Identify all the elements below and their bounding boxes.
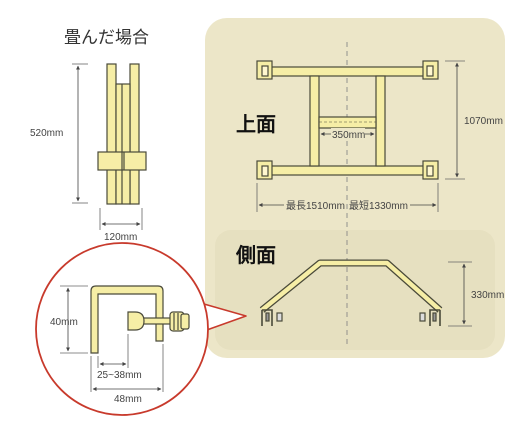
side-left-clamp <box>261 309 283 326</box>
clamp-bracket <box>90 285 190 354</box>
folded-width-label: 120mm <box>104 232 137 243</box>
clamp-width-label: 48mm <box>114 394 142 405</box>
top-max-length-label: 最長1510mm <box>286 200 345 212</box>
clamp-range-label: 25~38mm <box>97 370 142 381</box>
top-view-frame <box>256 60 439 180</box>
top-depth-label: 1070mm <box>464 116 503 127</box>
side-right-clamp <box>419 309 441 326</box>
side-view: 側面 330mm <box>235 243 504 327</box>
folded-height-label: 520mm <box>30 128 63 139</box>
clamp-height-label: 40mm <box>50 317 78 328</box>
top-view-heading: 上面 <box>236 112 276 136</box>
clamp-detail: 40mm 25~38mm 48mm <box>35 242 247 416</box>
folded-title: 畳んだ場合 <box>64 28 149 48</box>
side-view-heading: 側面 <box>235 243 276 267</box>
top-view: 上面 350mm <box>236 42 503 345</box>
side-height-label: 330mm <box>471 290 504 301</box>
folded-view: 畳んだ場合 520mm 120mm <box>30 28 149 243</box>
folded-rack <box>97 63 147 205</box>
top-inner-width-label: 350mm <box>332 130 365 141</box>
top-min-length-label: 最短1330mm <box>349 199 408 212</box>
